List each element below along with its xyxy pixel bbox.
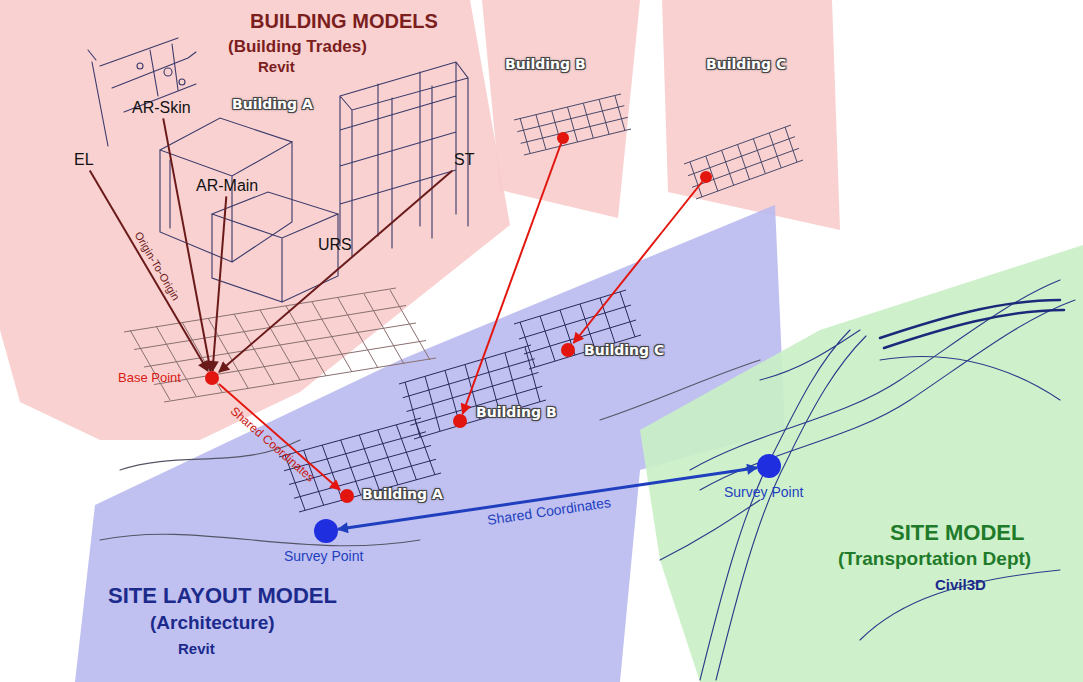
trade-model-label: AR-Main [194, 176, 260, 196]
model-region: SITE LAYOUT MODEL (Architecture) Revit Buil… [75, 205, 790, 682]
reference-point: Survey Point [757, 454, 781, 478]
label-text: Building C [706, 56, 786, 72]
label-text: AR-Main [194, 176, 260, 196]
label-text: SITE MODEL [890, 520, 1024, 545]
label-text: (Building Trades) [228, 37, 367, 57]
label-text: Building A [232, 96, 313, 112]
reference-point: Building C [561, 343, 575, 357]
label-text: Revit [178, 640, 215, 657]
label-text: Base Point [118, 371, 181, 386]
label-text: Building B [505, 56, 586, 72]
model-region: Building C [655, 0, 840, 232]
label-text: Civil3D [935, 576, 986, 593]
region-outline [640, 245, 1083, 682]
trade-model-label: AR-Skin [130, 98, 193, 118]
reference-point: Building A [340, 489, 354, 503]
reference-point: Building B [453, 414, 467, 428]
reference-point: Survey Point [314, 519, 338, 543]
model-region: BUILDING MODELS (Building Trades)RevitBui… [0, 0, 512, 445]
model-region: Building B [478, 0, 643, 220]
trade-model-label: EL [72, 150, 96, 170]
region-shape [0, 0, 510, 440]
trade-model-label: ST [452, 150, 476, 170]
label-text: Building A [362, 486, 443, 502]
reference-point: Base Point [205, 371, 219, 385]
label-text: SITE LAYOUT MODEL [108, 583, 337, 608]
model-name: URS [318, 236, 352, 254]
label-text: Building B [476, 404, 557, 420]
region-shape [662, 0, 840, 230]
label-text: (Transportation Dept) [838, 548, 1031, 570]
label-text: BUILDING MODELS [250, 10, 438, 33]
label-text: Building C [584, 342, 664, 358]
region-shape [640, 245, 1083, 682]
model-region: SITE MODEL (Transportation Dept) Civil3D Su… [640, 245, 1083, 682]
label-text: Survey Point [284, 548, 363, 564]
label-text: Survey Point [724, 484, 803, 500]
region-outline [478, 0, 643, 220]
label-text: AR-Skin [130, 98, 193, 118]
region-outline [75, 205, 790, 682]
label-text: EL [72, 150, 96, 170]
region-outline [0, 0, 512, 445]
label-text: ST [452, 150, 476, 170]
region-shape [482, 0, 640, 218]
label-text: (Architecture) [150, 612, 275, 634]
label-text: Revit [258, 58, 295, 75]
region-outline [655, 0, 840, 232]
